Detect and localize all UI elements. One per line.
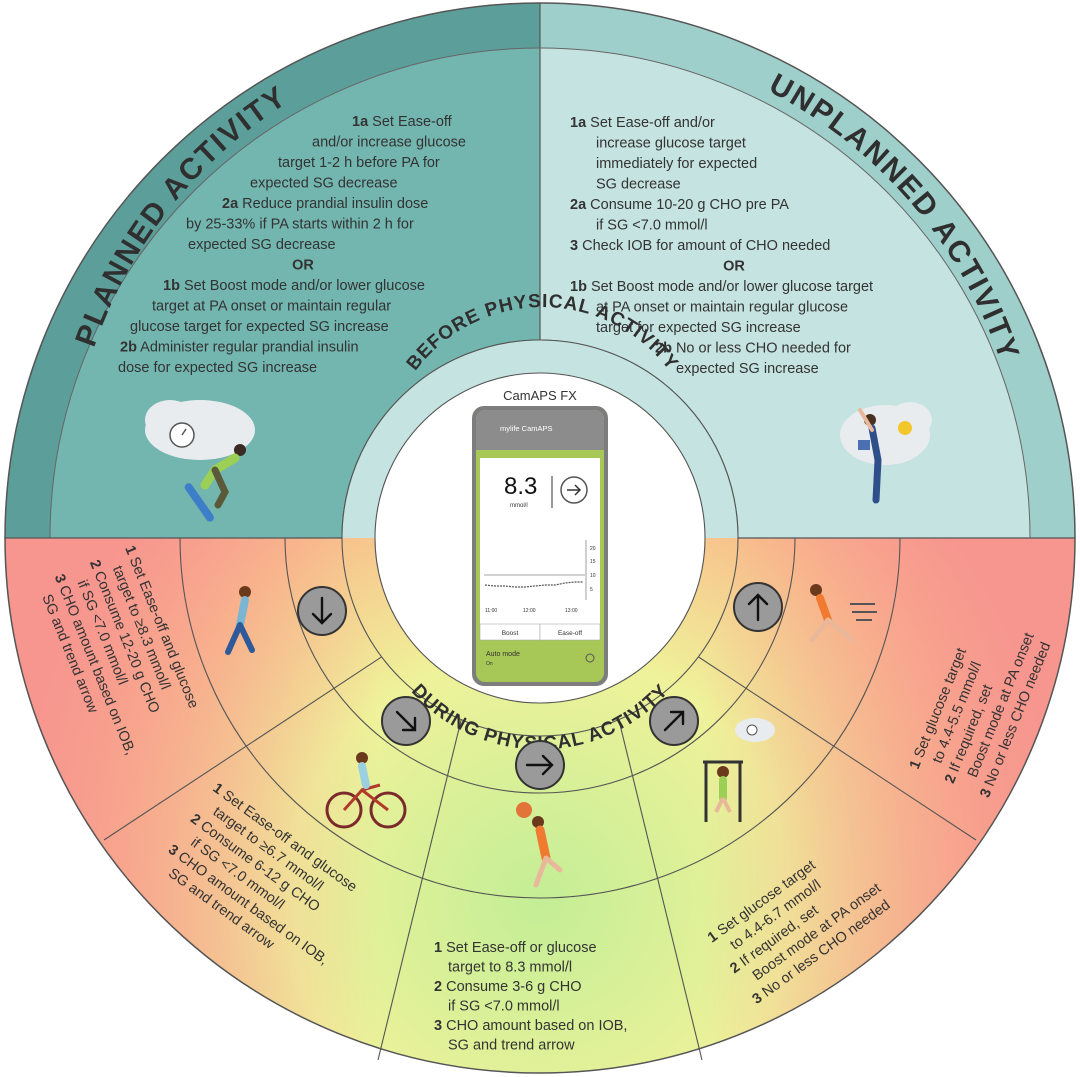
instruction-line: glucose target for expected SG increase (130, 319, 389, 335)
auto-mode-state: On (486, 661, 493, 667)
instruction-line: 2 Consume 3-6 g CHO (434, 979, 582, 995)
instruction-line: SG and trend arrow (448, 1038, 575, 1054)
glucose-value: 8.3 (504, 473, 537, 500)
instruction-line: if SG <7.0 mmol/l (448, 999, 560, 1015)
y-tick-1: 20 (590, 546, 596, 552)
instruction-line: expected SG increase (676, 361, 819, 377)
instruction-line: target to 8.3 mmol/l (448, 960, 572, 976)
unplanned-instructions: 1a Set Ease-off and/or increase glucose t… (570, 115, 873, 377)
cyclist-illustration (325, 752, 407, 829)
during-sector-dividers (103, 649, 977, 1061)
instruction-line: at PA onset or maintain regular glucose (596, 300, 848, 316)
boost-button: Boost (502, 630, 519, 637)
y-tick-3: 10 (590, 573, 596, 579)
glucose-unit: mmol/l (510, 503, 528, 509)
instruction-line: 1 Set Ease-off or glucose (434, 940, 597, 956)
instruction-line: 3 CHO amount based on IOB, (434, 1018, 627, 1034)
instruction-line: increase glucose target (596, 136, 746, 152)
or-separator: OR (292, 258, 314, 274)
arrow-down-icon (297, 586, 347, 636)
instruction-line: 1b Set Boost mode and/or lower glucose t… (570, 279, 873, 295)
trend-arrow-right-icon (560, 476, 588, 504)
or-separator: OR (723, 259, 745, 275)
instruction-line: 1b Set Boost mode and/or lower glucose (163, 278, 425, 294)
x-tick-1: 11:00 (485, 608, 497, 614)
instruction-line: immediately for expected (596, 156, 757, 172)
instruction-line: 2a Reduce prandial insulin dose (222, 196, 428, 212)
instruction-line: 2a Consume 10-20 g CHO pre PA (570, 197, 789, 213)
instruction-line: 2b Administer regular prandial insulin (120, 340, 359, 356)
phone-illustration: CamAPS FX mylife CamAPS 8.3 mmol/l 20 15… (472, 388, 608, 686)
pull-up-athlete-illustration (703, 718, 775, 822)
instruction-line: dose for expected SG increase (118, 360, 317, 376)
basketball-player-illustration (516, 802, 563, 888)
instruction-line: 1a Set Ease-off and/or (570, 115, 715, 131)
instruction-line: expected SG decrease (188, 237, 336, 253)
arrow-right-icon (515, 740, 565, 790)
instruction-line: 2b No or less CHO needed for (655, 341, 851, 357)
instruction-line: target 1-2 h before PA for (278, 155, 440, 171)
x-tick-2: 12:00 (523, 608, 536, 614)
arrow-up-right-icon (649, 696, 699, 746)
y-tick-2: 15 (590, 559, 596, 565)
runner-illustration (225, 586, 255, 655)
during-flat-instructions: 1 Set Ease-off or glucose target to 8.3 m… (434, 940, 627, 1054)
y-tick-4: 5 (590, 587, 593, 593)
snowboarder-illustration (145, 400, 255, 522)
easeoff-button: Ease-off (558, 630, 582, 637)
arrow-down-right-icon (381, 696, 431, 746)
instruction-line: if SG <7.0 mmol/l (596, 218, 708, 234)
instruction-line: 1a Set Ease-off (352, 114, 453, 130)
instruction-line: target for expected SG increase (596, 320, 801, 336)
instruction-line: target at PA onset or maintain regular (152, 299, 391, 315)
arrow-up-icon (733, 582, 783, 632)
phone-header-title: mylife CamAPS (500, 424, 553, 433)
instruction-line: SG decrease (596, 177, 681, 193)
instruction-line: expected SG decrease (250, 176, 398, 192)
auto-mode-label: Auto mode (486, 651, 520, 658)
instruction-line: and/or increase glucose (312, 135, 466, 151)
instruction-line: 3 Check IOB for amount of CHO needed (570, 238, 830, 254)
instruction-line: by 25-33% if PA starts within 2 h for (186, 217, 414, 233)
sprinter-illustration (809, 584, 877, 643)
planned-instructions: 1a Set Ease-off and/or increase glucose ta… (118, 114, 466, 376)
x-tick-3: 13:00 (565, 608, 578, 614)
camaps-label: CamAPS FX (503, 388, 577, 403)
dancer-illustration (840, 402, 932, 504)
